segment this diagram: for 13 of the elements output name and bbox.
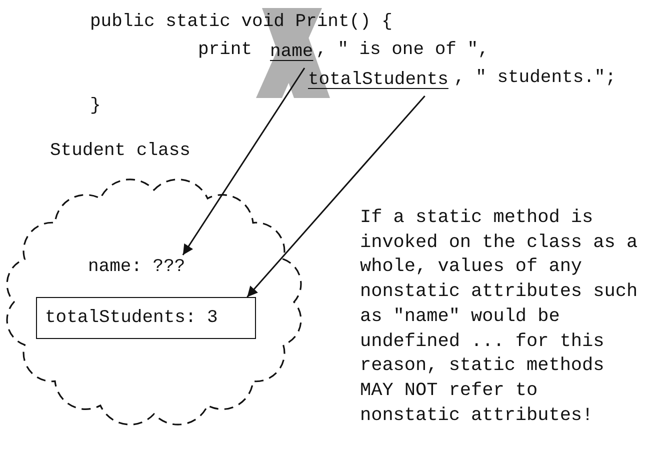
code-identifier: totalStudents: [308, 69, 448, 91]
note-text: If a static method is invoked on the class as a whole, values of any nonstatic attributes such as "name" would be undefined ... for this reason, static methods MAY NOT refer to nonstatic attributes!: [360, 206, 639, 428]
code-text: , " is one of ",: [316, 39, 489, 61]
arrow: [182, 68, 306, 256]
code-text: , " students.";: [454, 67, 616, 89]
code-text: public static void Print() {: [90, 11, 392, 33]
arrow: [246, 96, 426, 298]
class-heading: Student class: [50, 140, 190, 162]
code-text: print: [198, 39, 252, 61]
code-text: }: [90, 95, 101, 117]
attribute-text: name: ???: [88, 256, 186, 278]
code-identifier: name: [270, 41, 314, 63]
attribute-box: totalStudents: 3: [36, 297, 256, 339]
